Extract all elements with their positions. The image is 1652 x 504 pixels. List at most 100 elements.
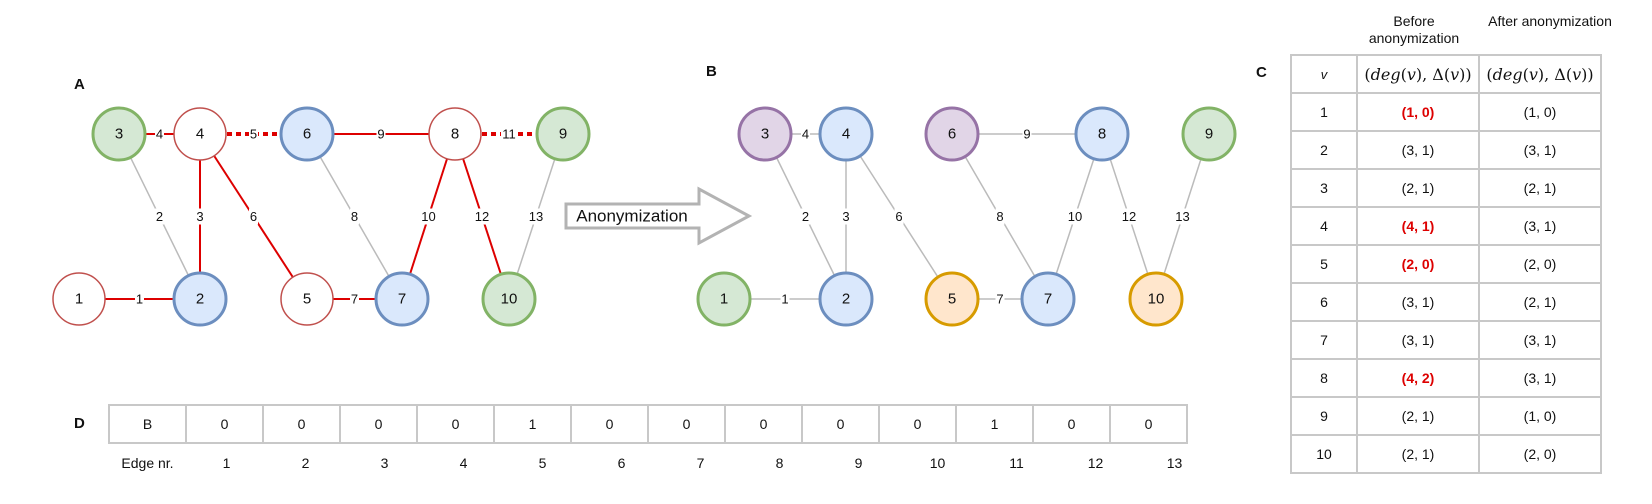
cell-after: (1, 0) — [1478, 92, 1602, 132]
table-row: 6(3, 1)(2, 1) — [1290, 282, 1602, 322]
panel-label-d: D — [74, 415, 85, 432]
cell-after: (2, 0) — [1478, 244, 1602, 284]
graph-b-edge-label-bg — [801, 208, 810, 225]
graph-b-edge-label: 8 — [996, 209, 1003, 224]
header-before: (deg(v), Δ(v)) — [1356, 54, 1480, 94]
edge-number: 13 — [1166, 455, 1183, 471]
edge-number: 11 — [1009, 455, 1024, 471]
cell-after: (3, 1) — [1478, 130, 1602, 170]
edge-number: 1 — [222, 455, 231, 471]
cell-before: (2, 1) — [1356, 434, 1480, 474]
graph-a-edge-label-bg — [249, 126, 258, 142]
graph-a-node-label: 3 — [115, 126, 123, 143]
arrow-shape — [564, 186, 753, 246]
graph-b-node-1 — [696, 271, 752, 327]
graph-b-edge-label-bg — [1174, 208, 1191, 225]
graph-b-node-10 — [1128, 271, 1184, 327]
cell-after: (1, 0) — [1478, 396, 1602, 436]
bit-cell: 0 — [801, 404, 880, 444]
graph-b-edge-label-bg — [801, 126, 810, 142]
graph-b-edge-label-bg — [894, 208, 904, 225]
graph-a-node-4 — [173, 107, 227, 161]
graph-a-node-3 — [91, 106, 147, 162]
graph-a-node-8 — [428, 107, 482, 161]
cell-before: (4, 2) — [1356, 358, 1480, 398]
bit-cell: 0 — [1109, 404, 1188, 444]
graph-b-node-9 — [1181, 106, 1237, 162]
bit-row-label: B — [108, 404, 187, 444]
graph-a-edge-label-bg — [474, 208, 490, 225]
graph-b-node-3 — [737, 106, 793, 162]
graph-a-node-5 — [280, 272, 334, 326]
graph-b-edge-label-bg — [1067, 208, 1083, 225]
graph-a-node-1 — [52, 272, 106, 326]
panel-label-b: B — [706, 63, 717, 80]
cell-before: (2, 1) — [1356, 168, 1480, 208]
graph-a-node-label: 8 — [451, 126, 459, 143]
graph-a-edge-label: 6 — [250, 209, 257, 224]
graph-b-edge-label: 6 — [895, 209, 902, 224]
table-header-row: v (deg(v), Δ(v)) (deg(v), Δ(v)) — [1290, 54, 1602, 94]
bit-cell: 0 — [262, 404, 341, 444]
graph-b-edge-label-bg — [1022, 126, 1032, 142]
graph-a-edge-label-bg — [350, 291, 359, 307]
panel-label-a: A — [74, 76, 85, 93]
bit-cell: 0 — [185, 404, 264, 444]
header-v: v — [1290, 54, 1358, 94]
graph-b-node-7 — [1020, 271, 1076, 327]
graph-a-node-7 — [374, 271, 430, 327]
graph-a-edge-label-bg — [249, 208, 258, 225]
bit-cell: 0 — [647, 404, 726, 444]
cell-before: (4, 1) — [1356, 206, 1480, 246]
graph-b-node-label: 2 — [842, 291, 850, 308]
edge-number: 10 — [929, 455, 946, 471]
cell-vertex: 6 — [1290, 282, 1358, 322]
cell-after: (2, 1) — [1478, 282, 1602, 322]
graph-b-node-label: 8 — [1098, 126, 1106, 143]
edge-number: 12 — [1087, 455, 1104, 471]
graph-a-node-label: 5 — [303, 291, 311, 308]
graph-a-edge-label-bg — [155, 208, 164, 225]
bit-cell: 1 — [493, 404, 572, 444]
graph-a-node-label: 6 — [303, 126, 311, 143]
bit-cell: 0 — [339, 404, 418, 444]
cell-after: (3, 1) — [1478, 206, 1602, 246]
table-row: 4(4, 1)(3, 1) — [1290, 206, 1602, 246]
graph-a-node-label: 9 — [559, 126, 567, 143]
graph-a-edge-label: 5 — [250, 127, 257, 142]
graph-a-node-label: 4 — [196, 126, 204, 143]
table-row: 1(1, 0)(1, 0) — [1290, 92, 1602, 132]
cell-after: (3, 1) — [1478, 320, 1602, 360]
graph-b-node-label: 7 — [1044, 291, 1052, 308]
graph-a-node-label: 1 — [75, 291, 83, 308]
edge-number: 7 — [696, 455, 705, 471]
bit-cell: 0 — [570, 404, 649, 444]
bit-cell: 0 — [1032, 404, 1111, 444]
edge-number-label: Edge nr. — [121, 455, 174, 471]
table-row: 7(3, 1)(3, 1) — [1290, 320, 1602, 360]
graph-a-node-6 — [279, 106, 335, 162]
edge-number: 3 — [380, 455, 389, 471]
cell-vertex: 7 — [1290, 320, 1358, 360]
graph-a-edge-label: 4 — [156, 127, 163, 142]
graph-a-node-label: 7 — [398, 291, 406, 308]
anonymization-arrow: Anonymization — [564, 186, 753, 246]
graph-a-node-2 — [172, 271, 228, 327]
graph-b-node-2 — [818, 271, 874, 327]
cell-before: (3, 1) — [1356, 130, 1480, 170]
cell-before: (1, 0) — [1356, 92, 1480, 132]
graph-a-edge-label-bg — [155, 126, 164, 142]
graph-b-edge-label-bg — [995, 291, 1005, 307]
graph-b-node-4 — [818, 106, 874, 162]
table-row: 5(2, 0)(2, 0) — [1290, 244, 1602, 284]
cell-before: (2, 0) — [1356, 244, 1480, 284]
graph-a-edge-label-bg — [501, 126, 517, 142]
graph-a-edge-label: 1 — [136, 292, 143, 307]
cell-vertex: 4 — [1290, 206, 1358, 246]
edge-number: 4 — [459, 455, 468, 471]
header-after: (deg(v), Δ(v)) — [1478, 54, 1602, 94]
graph-a-edge-label: 10 — [421, 209, 435, 224]
graph-a-node-10 — [481, 271, 537, 327]
